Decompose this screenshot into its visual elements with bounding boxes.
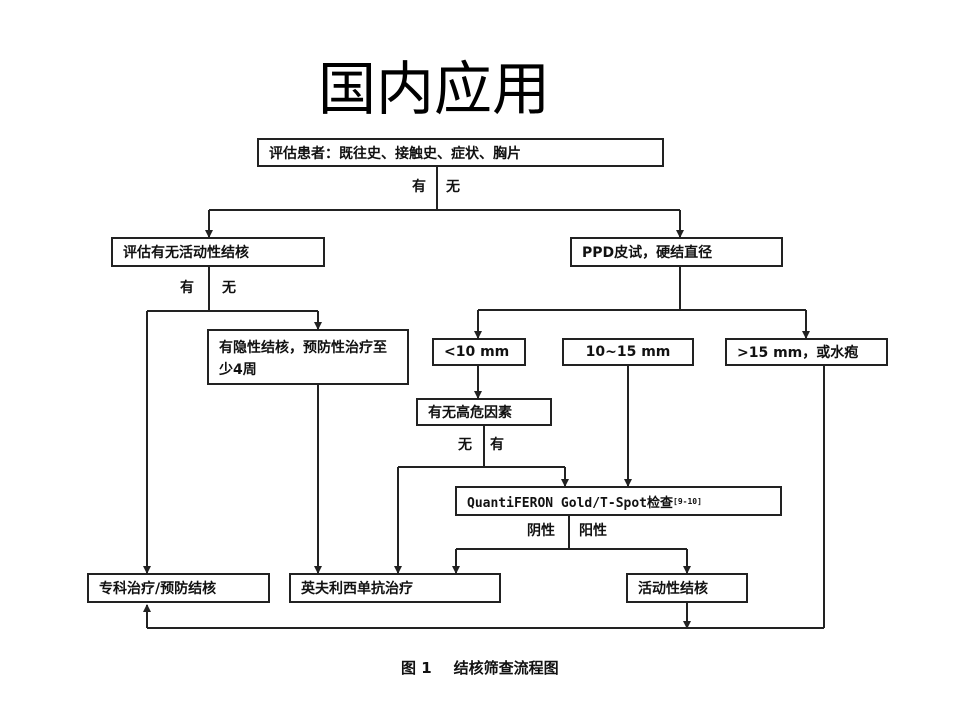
node-ppd-lt10: <10 mm (432, 338, 526, 366)
label-risk-yes: 有 (490, 437, 504, 453)
figure-caption-text: 结核筛查流程图 (453, 659, 559, 677)
node-risk-factors-text: 有无高危因素 (428, 405, 512, 421)
node-specialist: 专科治疗/预防结核 (87, 573, 270, 603)
label-negative: 阴性 (527, 523, 555, 539)
label-active-no: 无 (222, 280, 236, 296)
node-assess-patient: 评估患者：既往史、接触史、症状、胸片 (257, 138, 664, 167)
label-top-yes: 有 (412, 179, 426, 195)
node-active-tb: 活动性结核 (626, 573, 748, 603)
node-ifn-test-ref: [9-10] (673, 496, 702, 506)
node-risk-factors: 有无高危因素 (416, 398, 552, 426)
label-positive: 阳性 (579, 523, 607, 539)
node-active-tb-text: 活动性结核 (638, 581, 708, 597)
node-assess-active-tb-text: 评估有无活动性结核 (123, 245, 249, 261)
node-infliximab-text: 英夫利西单抗治疗 (301, 581, 413, 597)
node-ppd-10-15: 10~15 mm (562, 338, 694, 366)
label-risk-no: 无 (458, 437, 472, 453)
node-specialist-text: 专科治疗/预防结核 (99, 581, 217, 597)
node-latent-tb-text: 有隐性结核，预防性治疗至少4周 (219, 340, 387, 378)
label-active-yes: 有 (180, 280, 194, 296)
node-ppd-test: PPD皮试，硬结直径 (570, 237, 783, 267)
node-ifn-test-text: QuantiFERON Gold/T-Spot检查 (467, 495, 674, 511)
node-assess-active-tb: 评估有无活动性结核 (111, 237, 325, 267)
slide-title: 国内应用 (318, 55, 551, 123)
node-latent-tb: 有隐性结核，预防性治疗至少4周 (207, 329, 409, 385)
node-ppd-10-15-text: 10~15 mm (585, 344, 671, 360)
node-assess-patient-text: 评估患者：既往史、接触史、症状、胸片 (269, 145, 521, 162)
figure-caption: 图 1 结核筛查流程图 (401, 657, 559, 678)
label-top-no: 无 (446, 179, 460, 195)
node-ppd-gt15: >15 mm，或水疱 (725, 338, 888, 366)
figure-number: 图 1 (401, 659, 432, 677)
node-ifn-test: QuantiFERON Gold/T-Spot检查[9-10] (455, 486, 782, 516)
node-ppd-lt10-text: <10 mm (444, 344, 510, 360)
node-ppd-gt15-text: >15 mm，或水疱 (737, 345, 859, 361)
node-ppd-test-text: PPD皮试，硬结直径 (582, 245, 713, 261)
node-infliximab: 英夫利西单抗治疗 (289, 573, 501, 603)
